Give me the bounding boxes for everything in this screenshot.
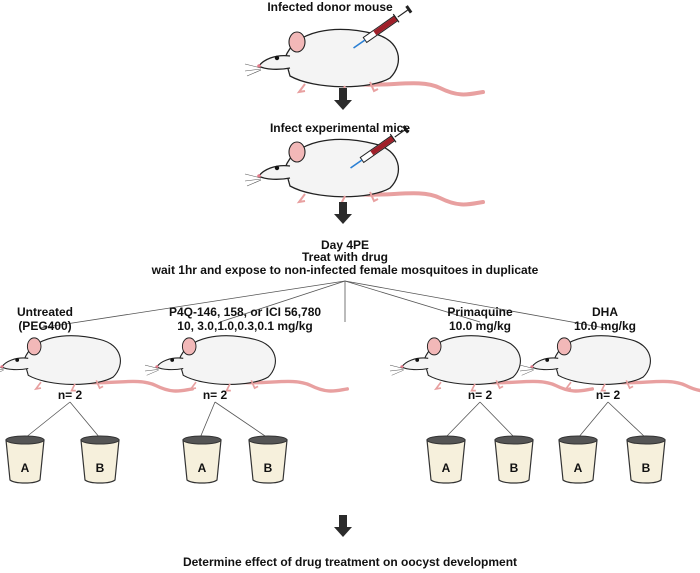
cup-2b-label: B xyxy=(263,461,273,475)
cups xyxy=(5,435,666,484)
group-2-dose: 10, 3.0,1.0,0.3,0.1 mg/kg xyxy=(177,319,313,333)
group-4-name: DHA xyxy=(592,305,618,319)
final-label: Determine effect of drug treatment on oo… xyxy=(182,555,518,569)
down-arrow-1 xyxy=(334,88,352,110)
group-3-n: n= 2 xyxy=(467,388,493,402)
group-4-dose: 10.0 mg/kg xyxy=(573,319,637,333)
day-label: Day 4PE xyxy=(320,238,370,252)
group-2-n: n= 2 xyxy=(202,388,228,402)
cup-connector-lines xyxy=(24,401,647,439)
cup-2a-label: A xyxy=(197,461,207,475)
cup-4a-label: A xyxy=(573,461,583,475)
cup-1a-label: A xyxy=(20,461,30,475)
experimental-mouse-illustration xyxy=(243,123,485,207)
group-3-name: Primaquine xyxy=(447,305,513,319)
group-4-n: n= 2 xyxy=(595,388,621,402)
group-branch-lines xyxy=(39,280,606,329)
treat-label: Treat with drug xyxy=(301,250,388,264)
donor-mouse-illustration xyxy=(243,3,485,97)
group-2-mouse xyxy=(143,334,350,393)
expose-label: wait 1hr and expose to non-infected fema… xyxy=(151,263,539,277)
group-1-n: n= 2 xyxy=(57,388,83,402)
group-3-dose: 10.0 mg/kg xyxy=(448,319,512,333)
group-2-name: P4Q-146, 158, or ICI 56,780 xyxy=(168,305,322,319)
group-1-name: Untreated xyxy=(16,305,73,319)
group-1-vehicle: (PEG400) xyxy=(18,319,72,333)
cup-1b-label: B xyxy=(95,461,105,475)
down-arrow-3 xyxy=(334,515,352,537)
donor-label: Infected donor mouse xyxy=(267,0,393,14)
cup-3b-label: B xyxy=(509,461,519,475)
infect-label: Infect experimental mice xyxy=(269,121,411,135)
down-arrow-2 xyxy=(334,202,352,224)
cup-4b-label: B xyxy=(641,461,651,475)
cup-3a-label: A xyxy=(441,461,451,475)
